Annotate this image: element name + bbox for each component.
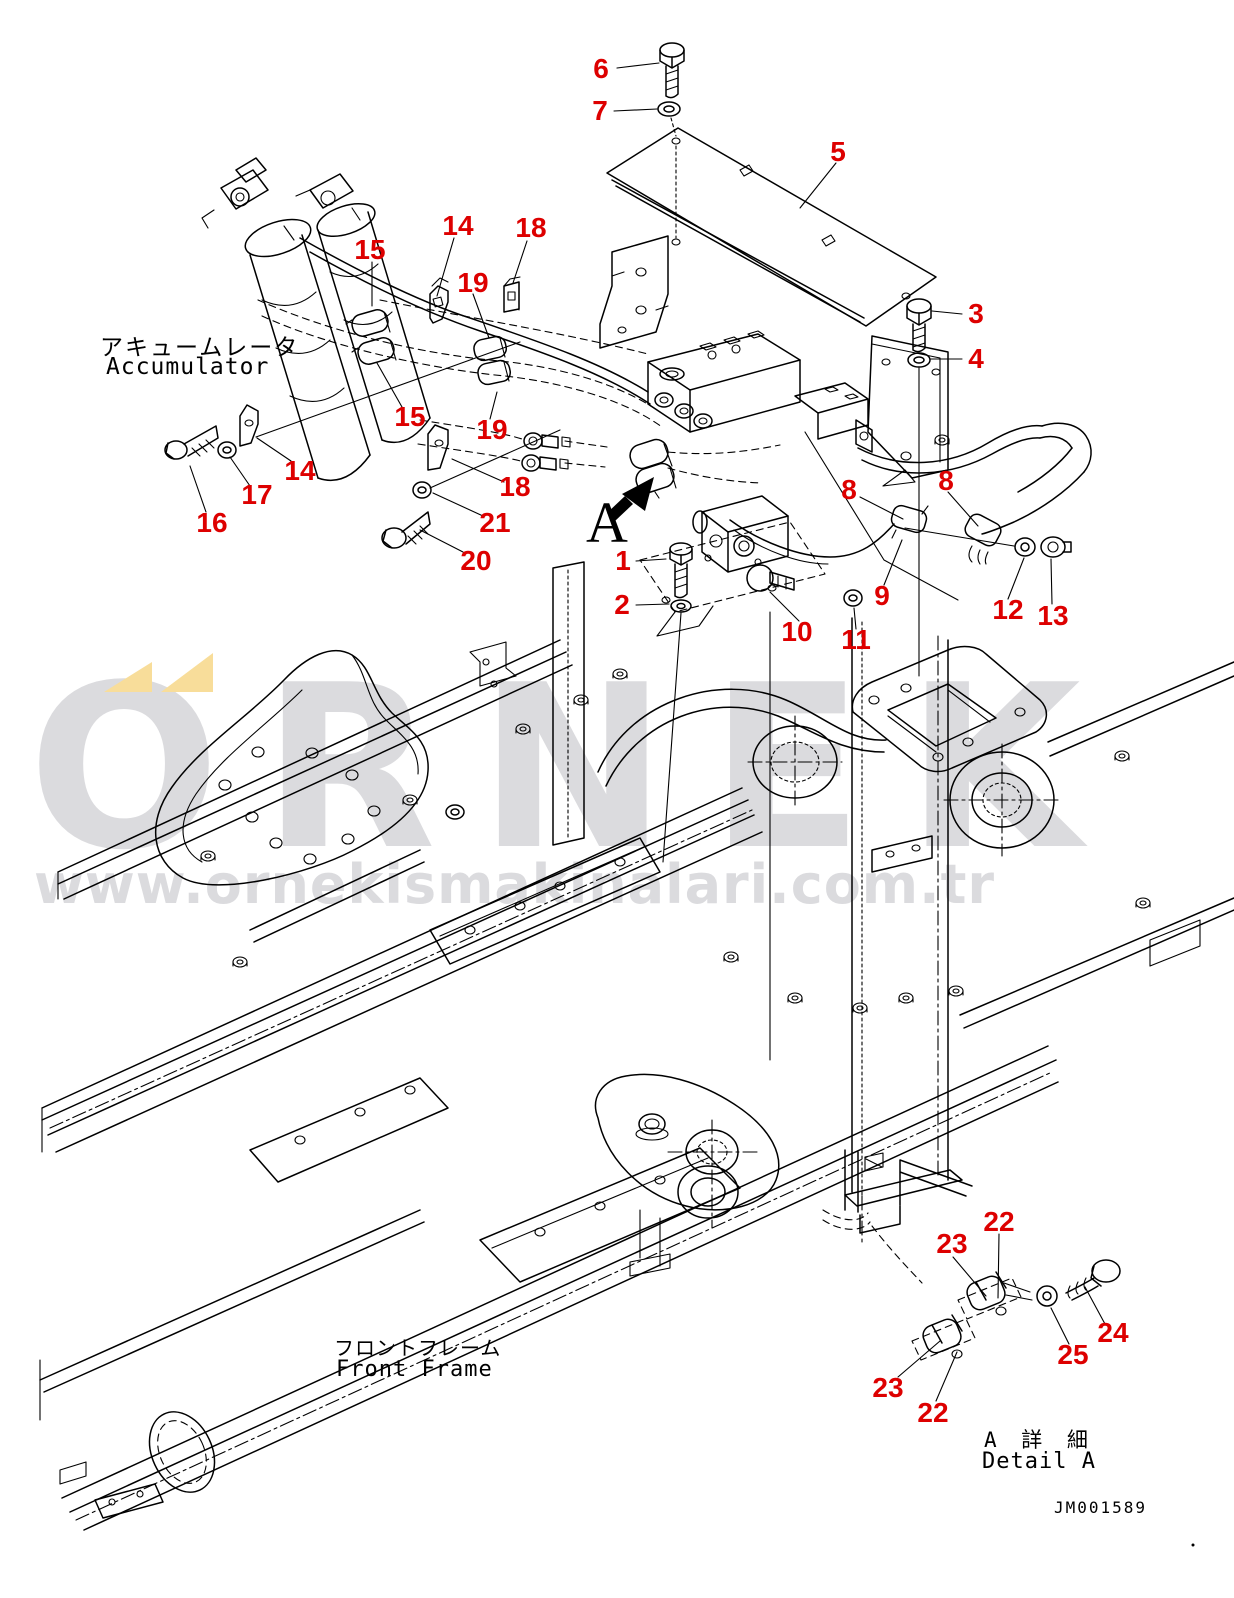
callout-number: 8 bbox=[841, 474, 857, 505]
detail-a-marker: A bbox=[586, 490, 628, 555]
callout-number: 14 bbox=[284, 455, 316, 486]
detail-a-drawing bbox=[822, 1149, 1121, 1361]
bolt-20-part bbox=[381, 511, 431, 549]
callout-number: 19 bbox=[457, 267, 489, 298]
watermark-url: www.ornekismakinalari.com.tr bbox=[34, 853, 996, 916]
callout-number: 18 bbox=[499, 471, 531, 502]
clip-18-part bbox=[503, 276, 521, 313]
reference-lines bbox=[255, 341, 959, 1061]
accumulator-label-en: Accumulator bbox=[106, 354, 270, 380]
callout-number: 12 bbox=[992, 594, 1024, 625]
callout-number: 25 bbox=[1057, 1339, 1089, 1370]
callout-number: 11 bbox=[841, 624, 871, 655]
callout-number: 2 bbox=[614, 589, 630, 620]
accumulator-part bbox=[201, 157, 431, 482]
callout-number: 16 bbox=[196, 507, 228, 538]
mount-bracket-part bbox=[599, 235, 669, 349]
callout-number: 15 bbox=[394, 401, 426, 432]
hydraulic-hoses bbox=[257, 237, 781, 484]
hose-end-fittings bbox=[521, 432, 571, 472]
callout-number: 4 bbox=[968, 343, 984, 374]
bolt-3-part bbox=[906, 298, 932, 353]
washer-7-part bbox=[657, 101, 681, 137]
callout-number: 23 bbox=[936, 1228, 968, 1259]
drawing-number: JM001589 bbox=[1054, 1498, 1148, 1517]
washer-12-part bbox=[1014, 537, 1036, 557]
washer-11-part bbox=[843, 589, 863, 607]
bracket-plate-right bbox=[867, 335, 950, 487]
clamp-15-parts bbox=[345, 309, 397, 365]
callout-number: 22 bbox=[983, 1206, 1015, 1237]
detail-a-title-en: Detail A bbox=[982, 1449, 1096, 1474]
callout-number: 6 bbox=[593, 53, 609, 84]
bolt-6-part bbox=[659, 42, 685, 99]
bolt-16-part bbox=[164, 425, 219, 460]
clip-14b-part bbox=[239, 404, 259, 447]
callout-number: 18 bbox=[515, 212, 547, 243]
callout-number: 20 bbox=[460, 545, 492, 576]
clip-14-part bbox=[429, 277, 449, 324]
callout-number: 17 bbox=[241, 479, 273, 510]
control-valve-part bbox=[647, 330, 873, 453]
front-frame-label-jp: フロントフレーム bbox=[334, 1336, 502, 1360]
steering-pump-part bbox=[692, 495, 895, 573]
callout-number: 8 bbox=[938, 465, 954, 496]
callout-number: 24 bbox=[1097, 1317, 1129, 1348]
bolt-1-part bbox=[669, 542, 693, 599]
callout-number: 23 bbox=[872, 1372, 904, 1403]
bracket-18b-part bbox=[427, 424, 449, 471]
callout-number: 21 bbox=[479, 507, 511, 538]
washer-4-part bbox=[907, 352, 931, 677]
accumulator-label-jp: アキュームレータ bbox=[100, 335, 300, 361]
watermark-brand: ORNEK bbox=[28, 637, 1123, 900]
cover-plate-part bbox=[606, 127, 937, 327]
detail-a-arrow-icon bbox=[607, 477, 654, 521]
callout-number: 3 bbox=[968, 298, 984, 329]
plug-10-part bbox=[746, 564, 795, 592]
washer-2-part bbox=[670, 599, 692, 613]
nut-13-part bbox=[1040, 536, 1072, 558]
callout-number: 1 bbox=[615, 545, 631, 576]
hose-8-parts bbox=[857, 422, 1092, 565]
front-frame-label-en: Front Frame bbox=[336, 1357, 493, 1382]
callout-number: 14 bbox=[442, 210, 474, 241]
front-frame-part bbox=[39, 561, 1234, 1547]
callout-number: 15 bbox=[354, 234, 386, 265]
callout-number: 7 bbox=[592, 95, 608, 126]
clamp-9-part bbox=[629, 438, 677, 499]
callout-leader-lines bbox=[189, 62, 1106, 1402]
callout-number: 19 bbox=[476, 414, 508, 445]
callout-number: 10 bbox=[781, 616, 813, 647]
callout-number: 22 bbox=[917, 1397, 949, 1428]
callout-number: 13 bbox=[1037, 600, 1069, 631]
clamp-19-parts bbox=[473, 335, 512, 386]
callout-number: 5 bbox=[830, 136, 846, 167]
washer-17-part bbox=[217, 441, 237, 459]
detail-a-title-jp: A 詳 細 bbox=[984, 1428, 1094, 1452]
callout-number: 9 bbox=[874, 580, 890, 611]
washer-21-part bbox=[412, 481, 432, 499]
